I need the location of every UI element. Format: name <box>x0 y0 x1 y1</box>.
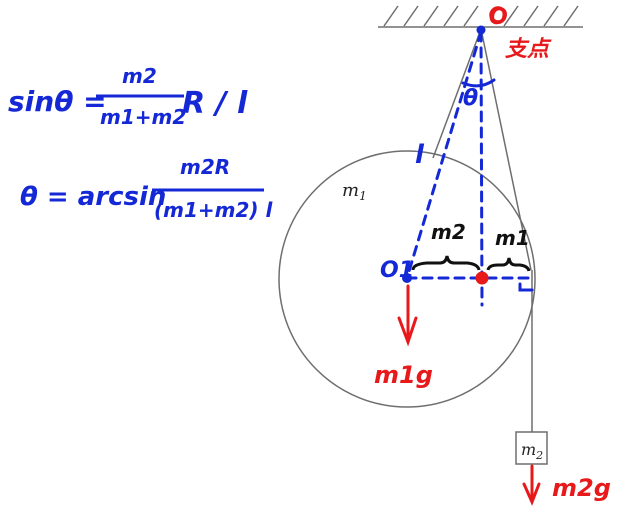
formula-sin: sinθ = m2 m1+m2 R / l <box>8 64 248 129</box>
sin-tail: R / l <box>182 86 248 121</box>
arm-brace-m1 <box>486 257 531 272</box>
blue-construction <box>405 30 535 307</box>
pivot-o-label: O <box>489 5 508 30</box>
arm-m1-label: m1 <box>495 226 530 250</box>
ceiling-support <box>378 5 583 28</box>
block-mass-label: m2 <box>521 440 543 462</box>
arm-m2-label: m2 <box>431 220 466 244</box>
pivot-dot <box>476 25 486 35</box>
pivot-cn-label: 支点 <box>505 37 552 62</box>
force-arrow-m1g <box>397 284 418 347</box>
theta-numerator: m2R <box>180 155 230 179</box>
mass-center-dot <box>475 271 489 285</box>
disk-mass-label: m1 <box>342 180 367 203</box>
theta-denominator: (m1+m2) l <box>154 198 274 222</box>
force-m1g-label: m1g <box>374 361 433 389</box>
sin-numerator: m2 <box>122 64 157 88</box>
string-left <box>432 28 482 159</box>
disk-m1 <box>278 150 536 408</box>
center-dot <box>402 273 412 283</box>
theta-label: θ <box>463 86 478 111</box>
formula-theta: θ = arcsin m2R (m1+m2) l <box>20 155 274 222</box>
block-m2 <box>515 431 548 465</box>
force-m2g-label: m2g <box>552 474 611 502</box>
sin-denominator: m1+m2 <box>100 105 186 129</box>
arm-brace-m2 <box>411 255 481 271</box>
sin-lhs: sinθ = <box>8 85 107 118</box>
string-length-label: l <box>415 140 425 170</box>
theta-lhs: θ = arcsin <box>20 182 166 212</box>
center-o1-label: O1 <box>380 258 414 283</box>
string-right <box>480 28 532 271</box>
pivot-o-circle <box>489 6 507 24</box>
force-arrow-m2g <box>522 464 541 506</box>
